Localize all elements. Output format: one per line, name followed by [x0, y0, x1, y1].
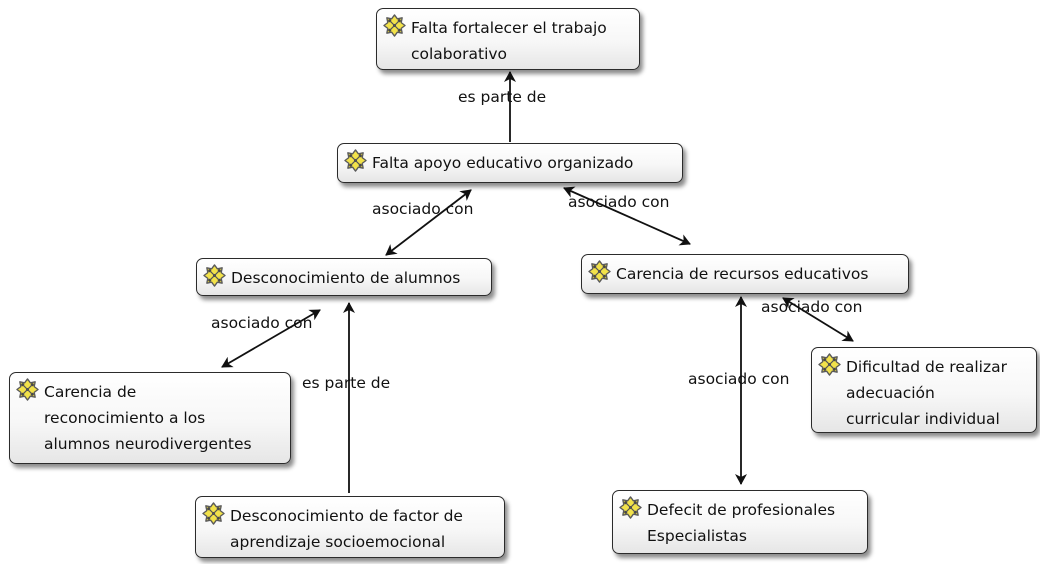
node-label-line: Desconocimiento de factor de [230, 507, 463, 525]
code-node-icon [16, 378, 39, 401]
edge-line-e7 [782, 297, 854, 342]
code-node-icon [203, 264, 226, 287]
node-label-line: Carencia de recursos educativos [616, 265, 869, 283]
code-node-icon [344, 149, 367, 172]
edge-line-e3 [563, 186, 691, 246]
node-label-line: Dificultad de realizar [846, 358, 1007, 376]
code-node-icon [202, 502, 225, 525]
node-label-line: curricular individual [846, 410, 1000, 428]
node-label-line: colaborativo [411, 45, 508, 63]
concept-node[interactable]: Dificultad de realizar adecuación curricul… [811, 347, 1037, 433]
edge-label: es parte de [458, 88, 547, 106]
edge-label: asociado con [688, 370, 790, 388]
edge-label: asociado con [761, 298, 863, 316]
code-node-icon [383, 14, 406, 37]
node-label-line: Carencia de [44, 383, 137, 401]
code-node-icon [588, 260, 611, 283]
edge-label: asociado con [372, 200, 474, 218]
edge-label: es parte de [302, 374, 391, 392]
concept-node[interactable]: Carencia de recursos educativos [581, 254, 909, 294]
edge-line-e4 [221, 309, 321, 368]
node-label-line: Falta apoyo educativo organizado [372, 154, 634, 172]
concept-node[interactable]: Desconocimiento de factor de aprendizaje … [195, 496, 505, 558]
concept-node[interactable]: Desconocimiento de alumnos [196, 258, 492, 296]
code-node-icon [818, 353, 841, 376]
node-label-line: alumnos neurodivergentes [44, 435, 252, 453]
concept-node[interactable]: Carencia de reconocimiento a los alumnos n… [9, 372, 291, 464]
node-label-line: Defecit de profesionales [647, 501, 836, 519]
node-label-line: adecuación [846, 384, 935, 402]
concept-node[interactable]: Falta fortalecer el trabajo colaborativo [376, 8, 640, 70]
edge-label: asociado con [568, 193, 670, 211]
node-label-line: aprendizaje socioemocional [230, 533, 446, 551]
node-label-line: reconocimiento a los [44, 409, 206, 427]
node-label-line: Falta fortalecer el trabajo [411, 19, 607, 37]
node-label-line: Desconocimiento de alumnos [231, 269, 461, 287]
node-label-line: Especialistas [647, 527, 747, 545]
concept-node[interactable]: Falta apoyo educativo organizado [337, 143, 683, 183]
edge-label: asociado con [211, 314, 313, 332]
code-node-icon [619, 496, 642, 519]
edge-line-e2 [385, 189, 472, 256]
